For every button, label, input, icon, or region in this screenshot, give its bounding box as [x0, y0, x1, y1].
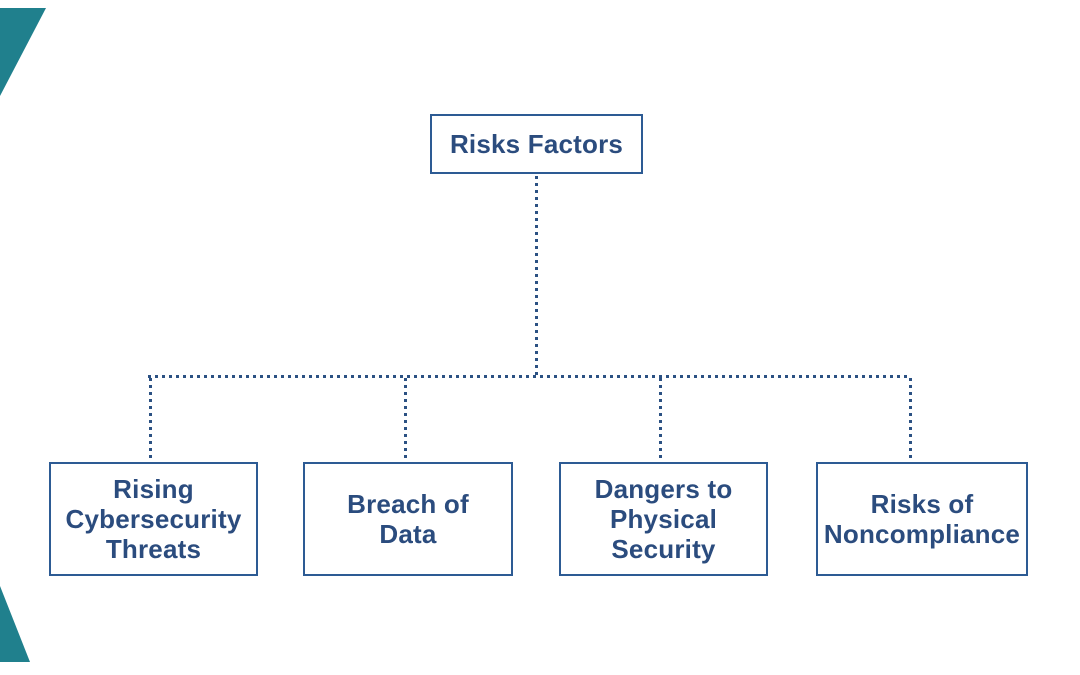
- node-dangers-to-physical-security: Dangers to Physical Security: [559, 462, 768, 576]
- connector-riser-2: [404, 378, 407, 462]
- connector-horizontal-rail: [148, 375, 911, 378]
- node-risks-factors: Risks Factors: [430, 114, 643, 174]
- teal-corner-accent-bottom-left-icon: [0, 586, 30, 662]
- node-risks-of-noncompliance-label: Risks of Noncompliance: [823, 489, 1021, 549]
- connector-riser-4: [909, 378, 912, 462]
- node-rising-cybersecurity-threats-label: Rising Cybersecurity Threats: [65, 474, 242, 564]
- node-rising-cybersecurity-threats: Rising Cybersecurity Threats: [49, 462, 258, 576]
- node-breach-of-data: Breach of Data: [303, 462, 513, 576]
- node-risks-factors-label: Risks Factors: [449, 129, 624, 159]
- teal-corner-accent-top-left-icon: [0, 8, 46, 96]
- node-dangers-to-physical-security-label: Dangers to Physical Security: [594, 474, 733, 564]
- connector-root-drop: [535, 176, 538, 376]
- connector-riser-1: [149, 378, 152, 462]
- node-breach-of-data-label: Breach of Data: [347, 489, 469, 549]
- node-risks-of-noncompliance: Risks of Noncompliance: [816, 462, 1028, 576]
- connector-riser-3: [659, 378, 662, 462]
